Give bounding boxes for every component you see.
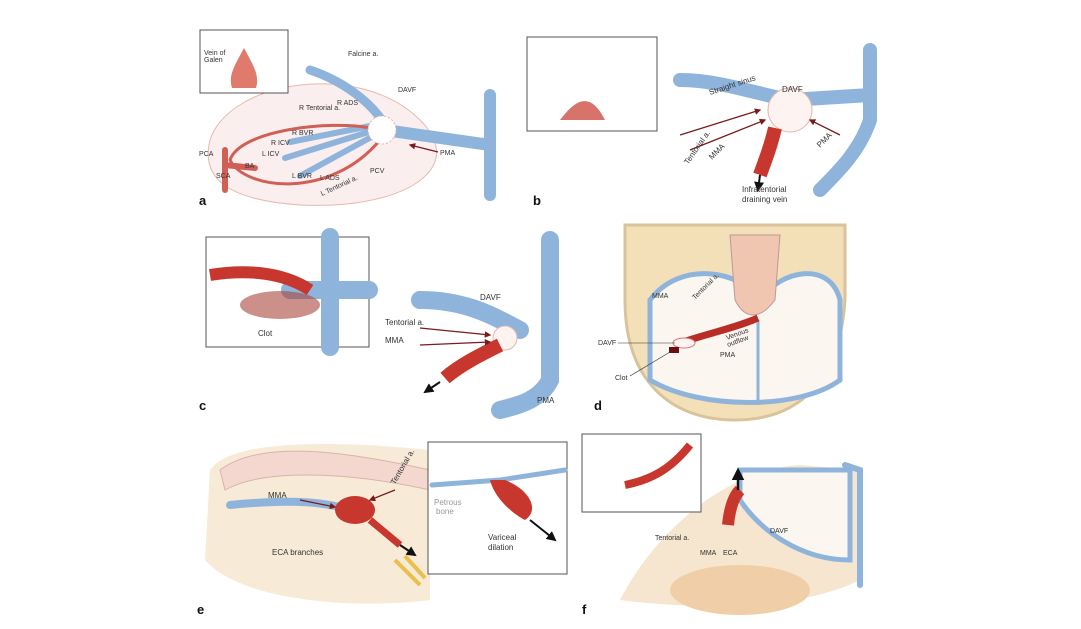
label-r-icv: R ICV (271, 140, 290, 147)
panel-letter-c: c (199, 398, 206, 413)
label-r-bvr: R BVR (292, 130, 313, 137)
label-clot: Clot (615, 375, 628, 382)
panel-c: Clot Tentorial a. MMA DAVF PMA c (199, 228, 559, 419)
label-davf: DAVF (480, 293, 501, 302)
label-davf: DAVF (598, 340, 616, 347)
panel-letter-a: a (199, 193, 207, 208)
label-r-tentorial: R Tentorial a. (299, 105, 340, 112)
label-pma: PMA (815, 130, 834, 149)
label-petrous: Petrous (434, 498, 462, 507)
label-tentorial: Tentorial a. (385, 318, 424, 327)
inset-f (581, 433, 702, 513)
label-pma: PMA (440, 150, 456, 157)
label-eca: ECA (723, 550, 738, 557)
label-mma: MMA (652, 293, 669, 300)
label-pcv: PCV (370, 168, 385, 175)
label-clot: Clot (258, 329, 273, 338)
label-mma: MMA (385, 336, 404, 345)
label-vein-of-galen: Vein of (204, 50, 225, 57)
label-infratentorial: Infratentorial (742, 185, 787, 194)
label-mma: MMA (700, 550, 717, 557)
label-l-ads: L ADS (320, 175, 340, 182)
label-davf: DAVF (770, 528, 788, 535)
label-falcine: Falcine a. (348, 51, 378, 58)
label-tentorial: Tentorial a. (655, 535, 689, 542)
label-pca: PCA (199, 151, 214, 158)
panel-a: Vein of Galen Falcine a. DAVF R ADS R Te… (199, 29, 496, 208)
davf-nidus (367, 115, 397, 145)
inset-e (427, 441, 568, 575)
label-mma: MMA (707, 141, 727, 161)
panel-e: MMA Tentorial a. ECA branches Petrous bo… (197, 441, 568, 617)
label-l-bvr: L BVR (292, 173, 312, 180)
straight-sinus (379, 89, 496, 201)
label-davf: DAVF (398, 87, 416, 94)
label-l-icv: L ICV (262, 151, 280, 158)
panel-letter-e: e (197, 602, 204, 617)
label-ba: BA (245, 163, 255, 170)
label-variceal: Variceal (488, 533, 517, 542)
label-davf: DAVF (782, 85, 803, 94)
label-bone: bone (436, 507, 454, 516)
label-sca: SCA (216, 173, 231, 180)
label-eca-branches: ECA branches (272, 548, 323, 557)
panel-letter-b: b (533, 193, 541, 208)
label-pma: PMA (537, 396, 555, 405)
label-vein-of-galen-2: Galen (204, 57, 223, 64)
label-mma: MMA (268, 491, 287, 500)
label-pma: PMA (720, 352, 736, 359)
panel-f: Tentorial a. MMA ECA DAVF f (581, 433, 863, 617)
label-draining-vein: draining vein (742, 195, 787, 204)
label-dilation: dilation (488, 543, 513, 552)
label-r-ads: R ADS (337, 100, 358, 107)
label-tentorial: Tentorial a. (682, 129, 712, 166)
panel-letter-f: f (582, 602, 587, 617)
panel-d: MMA Tentorial a. DAVF Venous outflow PMA… (594, 223, 847, 422)
panel-b: Straight sinus DAVF Tentorial a. MMA PMA… (526, 36, 877, 208)
panel-letter-d: d (594, 398, 602, 413)
davf-nidus (767, 87, 813, 133)
